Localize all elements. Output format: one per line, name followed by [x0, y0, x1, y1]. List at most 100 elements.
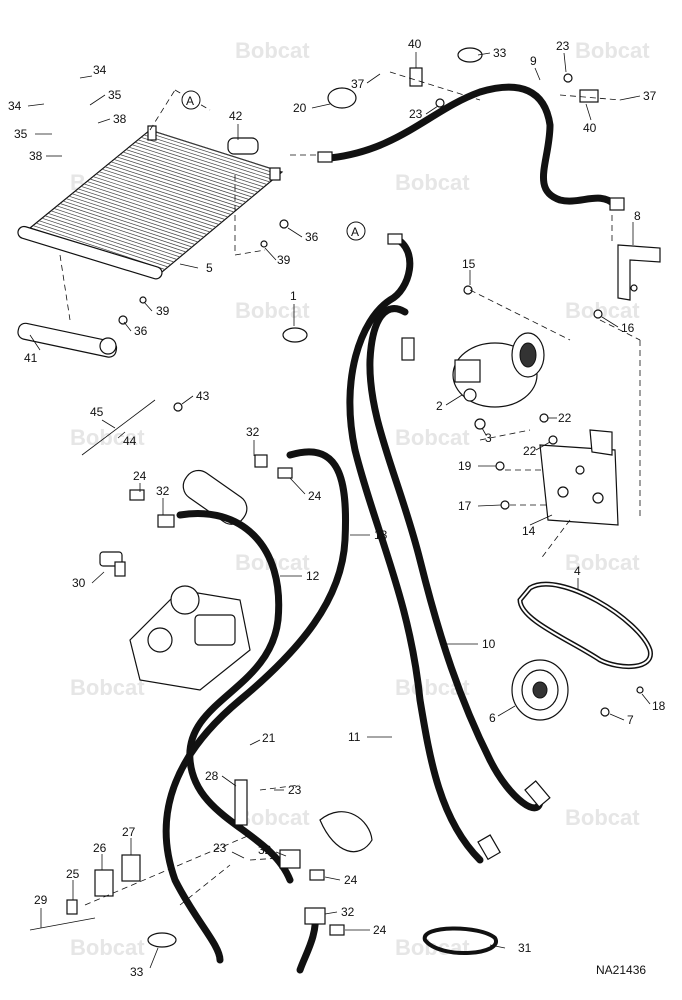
- watermark: Bobcat: [395, 170, 470, 195]
- part-label: 22: [523, 444, 537, 458]
- part-label: 14: [522, 524, 536, 538]
- part-label: 3: [485, 431, 492, 445]
- fin-line: [110, 161, 244, 205]
- fin-line: [56, 205, 190, 250]
- fin-line: [137, 139, 271, 183]
- part-label: 2: [436, 399, 443, 413]
- fin-line: [128, 146, 262, 190]
- fin-line: [71, 193, 205, 238]
- part-label: 24: [344, 873, 358, 887]
- fin-line: [65, 198, 199, 243]
- mounting-bracket: [539, 429, 619, 526]
- part-label: 23: [288, 783, 302, 797]
- part-label: 26: [93, 841, 107, 855]
- fin-line: [86, 181, 220, 225]
- part-label: 6: [489, 711, 496, 725]
- part-label: 40: [408, 37, 422, 51]
- part-label: 8: [634, 209, 641, 223]
- part-label: 39: [156, 304, 170, 318]
- fin-line: [59, 203, 193, 248]
- engine-turbo: [129, 585, 251, 691]
- part-label: 23: [409, 107, 423, 121]
- part-label: 32: [156, 484, 170, 498]
- leader-lines: [27, 52, 651, 969]
- drive-belt: [517, 581, 653, 670]
- part-label: 34: [8, 99, 22, 113]
- callout-letter: A: [351, 225, 359, 239]
- watermark: Bobcat: [70, 675, 145, 700]
- part-label: 38: [113, 112, 127, 126]
- fin-line: [119, 154, 253, 198]
- fin-line: [38, 220, 172, 265]
- fin-line: [134, 141, 268, 185]
- fin-line: [41, 217, 175, 263]
- fin-line: [80, 186, 214, 230]
- part-label: 32: [341, 905, 355, 919]
- part-label: 28: [205, 769, 219, 783]
- part-label: 19: [458, 459, 472, 473]
- part-label: 12: [306, 569, 320, 583]
- construction-lines: [59, 71, 641, 906]
- hose-bracket: [617, 244, 661, 301]
- fin-line: [89, 178, 223, 223]
- fin-line: [44, 215, 178, 260]
- fin-line: [113, 159, 247, 203]
- pulley: [511, 659, 569, 721]
- callout-a-mid: A: [346, 221, 366, 241]
- fin-line: [149, 129, 283, 173]
- part-label: 43: [196, 389, 210, 403]
- fin-line: [83, 183, 217, 228]
- part-label: 24: [133, 469, 147, 483]
- part-label: 33: [130, 965, 144, 979]
- fin-line: [122, 151, 256, 195]
- fin-line: [146, 132, 280, 175]
- part-label: 16: [621, 321, 635, 335]
- watermark: Bobcat: [70, 425, 145, 450]
- drawing-id: NA21436: [596, 963, 646, 977]
- hose-12: [176, 510, 294, 884]
- part-label: 24: [373, 923, 387, 937]
- part-label: 44: [123, 434, 137, 448]
- part-label: 32: [246, 425, 260, 439]
- watermark: Bobcat: [565, 298, 640, 323]
- fin-line: [125, 149, 259, 193]
- fin-line: [50, 210, 184, 255]
- fin-line: [116, 156, 250, 200]
- part-label: 45: [90, 405, 104, 419]
- part-label: 41: [24, 351, 38, 365]
- part-label: 17: [458, 499, 472, 513]
- fin-line: [101, 168, 235, 213]
- part-label: 36: [134, 324, 148, 338]
- fin-line: [107, 163, 241, 208]
- part-label: 4: [574, 564, 581, 578]
- fin-line: [140, 137, 274, 180]
- fin-line: [131, 144, 265, 188]
- part-label: 1: [290, 289, 297, 303]
- fin-line: [62, 200, 196, 245]
- fin-line: [98, 171, 232, 215]
- hose-13: [162, 448, 349, 964]
- watermark: Bobcat: [395, 425, 470, 450]
- receiver-drier: [17, 322, 118, 358]
- hose-9: [326, 83, 619, 209]
- fin-line: [95, 173, 229, 218]
- part-label: 34: [93, 63, 107, 77]
- part-label: 27: [122, 825, 136, 839]
- watermark: Bobcat: [235, 298, 310, 323]
- watermark: Bobcat: [575, 38, 650, 63]
- fin-line: [92, 176, 226, 220]
- fin-line: [35, 222, 169, 268]
- part-label: 23: [213, 841, 227, 855]
- watermark: Bobcat: [565, 805, 640, 830]
- hoses: [162, 83, 619, 974]
- fin-line: [143, 134, 277, 178]
- part-label: 31: [518, 941, 532, 955]
- part-label: 35: [14, 127, 28, 141]
- part-label: 7: [627, 713, 634, 727]
- callout-a-top: A: [181, 90, 201, 110]
- fin-line: [53, 208, 187, 253]
- part-label: 5: [206, 261, 213, 275]
- hardware: [29, 47, 644, 955]
- part-label: 38: [29, 149, 43, 163]
- part-label: 23: [556, 39, 570, 53]
